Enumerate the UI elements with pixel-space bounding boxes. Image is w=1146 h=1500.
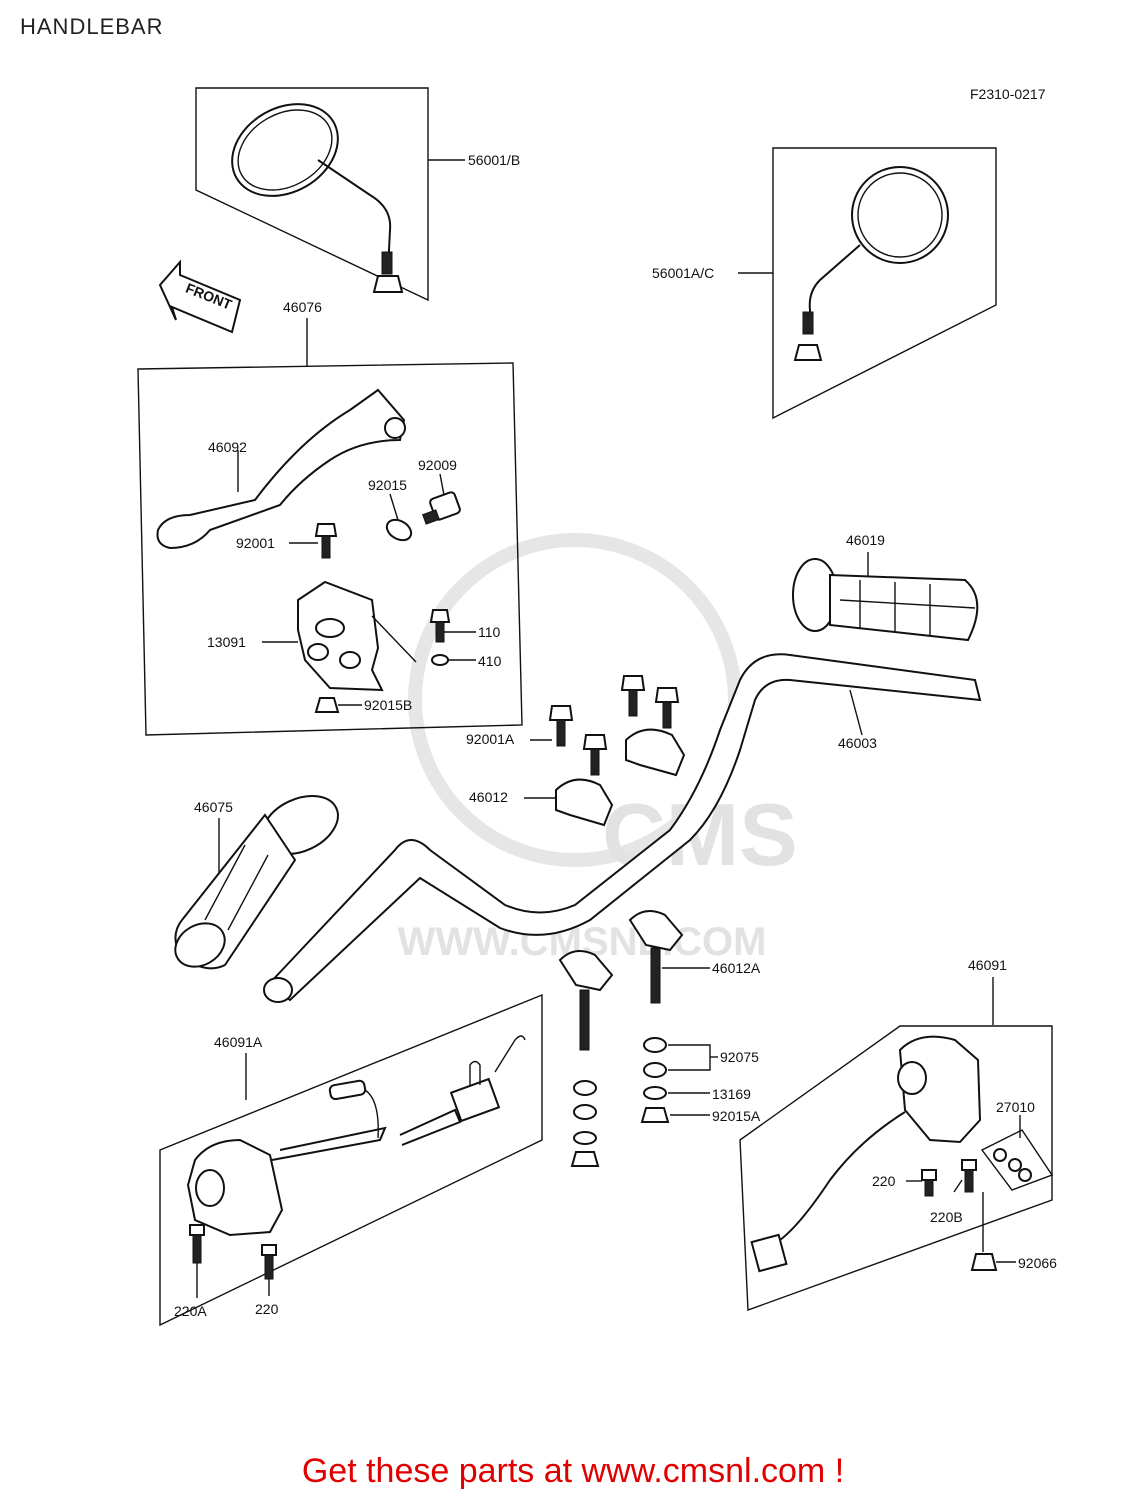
callout-46091a: 46091A: [214, 1034, 263, 1050]
mirror-nut-icon: [372, 275, 404, 293]
throttle-grip-group[interactable]: 46019: [792, 532, 979, 642]
left-switch-group[interactable]: 46091A 220A 220: [159, 993, 543, 1327]
right-mirror-nut-icon: [793, 344, 823, 361]
holder-bolt-icon-2: [620, 675, 646, 691]
left-switch-housing-icon: [186, 1138, 284, 1237]
switch-contact-icon: [993, 1148, 1007, 1162]
callout-92009: 92009: [418, 457, 457, 473]
callout-110: 110: [478, 624, 501, 640]
lever-assembly-group[interactable]: 46076 46092 92009 92015 92001 13091: [137, 299, 523, 736]
mirror-thread-icon: [381, 251, 393, 275]
figure-code: F2310-0217: [970, 86, 1046, 102]
callout-92066: 92066: [1018, 1255, 1057, 1271]
front-arrow-icon: [158, 259, 242, 334]
lever-holder-icon: [297, 580, 384, 692]
left-switch-screw-icon-1: [189, 1224, 205, 1236]
right-switch-connector-icon: [750, 1233, 788, 1273]
callout-46091: 46091: [968, 957, 1007, 973]
callout-46076: 46076: [283, 299, 322, 315]
callout-46019: 46019: [846, 532, 885, 548]
left-grip-group[interactable]: 46075: [167, 785, 347, 976]
brake-lever-icon: [156, 388, 406, 550]
right-mirror-icon: [851, 166, 949, 264]
handlebar-tube-icon: [266, 653, 982, 1002]
right-mirror-group[interactable]: 56001A/C: [652, 147, 997, 420]
damper-icon-1: [573, 1080, 597, 1096]
callout-46075: 46075: [194, 799, 233, 815]
left-switch-connector-icon: [449, 1077, 501, 1123]
callout-92015b: 92015B: [364, 697, 412, 713]
upper-holder-icon-2: [555, 778, 614, 827]
throttle-grip-icon: [829, 573, 979, 642]
right-switch-group[interactable]: 46091 27010 220 220B 92066: [739, 957, 1057, 1311]
spring-washer-icon: [385, 518, 413, 542]
right-mirror-thread-icon: [802, 311, 814, 335]
callout-46012a: 46012A: [712, 960, 761, 976]
left-mirror-icon: [231, 103, 339, 197]
lower-holder-icon-1: [628, 910, 684, 952]
callout-13169: 13169: [712, 1086, 751, 1102]
clamp-washer-icon: [431, 654, 449, 666]
switch-screw-icon-1: [921, 1169, 937, 1181]
right-switch-housing-icon: [898, 1035, 982, 1144]
handlebar-exploded-diagram: CMS WWW.CMSNL.COM F2310-0217 56001/B FRO…: [137, 86, 1057, 1327]
left-switch-plug-icon: [328, 1079, 367, 1101]
switch-screw-icon-2: [961, 1159, 977, 1171]
left-switch-screw-icon-2: [261, 1244, 277, 1256]
callout-46003: 46003: [838, 735, 877, 751]
callout-13091: 13091: [207, 634, 246, 650]
switch-nut-icon: [970, 1253, 998, 1271]
page-title: HANDLEBAR: [20, 14, 164, 39]
callout-92015a: 92015A: [712, 1108, 761, 1124]
holder-nut-icon-2: [640, 1107, 670, 1123]
handlebar-group[interactable]: 46003: [263, 653, 982, 1003]
callout-92001: 92001: [236, 535, 275, 551]
clamp-bolt-icon: [429, 609, 451, 623]
callout-46092: 46092: [208, 439, 247, 455]
callout-92075: 92075: [720, 1049, 759, 1065]
callout-92015: 92015: [368, 477, 407, 493]
pivot-bolt-icon: [314, 523, 338, 537]
lower-holders-group[interactable]: 46012A 92075 13169 92015A: [558, 910, 761, 1167]
callout-56001b: 56001/B: [468, 152, 520, 168]
adjuster-icon: [429, 491, 461, 521]
callout-220b: 220B: [930, 1209, 963, 1225]
callout-27010: 27010: [996, 1099, 1035, 1115]
callout-56001ac: 56001A/C: [652, 265, 714, 281]
lower-holder-icon-2: [558, 950, 614, 992]
holder-bolts-group[interactable]: 92001A 46012: [466, 675, 686, 827]
holder-bolt-icon-3: [654, 687, 680, 703]
callout-220-left: 220: [255, 1301, 279, 1317]
lever-nut-icon: [314, 697, 340, 713]
callout-92001a: 92001A: [466, 731, 515, 747]
callout-220-right: 220: [872, 1173, 896, 1189]
holder-bolt-icon-1: [548, 705, 574, 721]
damper-icon-2: [643, 1037, 667, 1053]
left-mirror-group[interactable]: 56001/B: [195, 86, 520, 302]
callout-410: 410: [478, 653, 502, 669]
holder-nut-icon-1: [570, 1151, 600, 1167]
upper-holder-icon-1: [625, 728, 686, 777]
front-direction-arrow: FRONT: [158, 259, 242, 334]
holder-bolt-icon-4: [582, 734, 608, 750]
callout-46012: 46012: [469, 789, 508, 805]
get-parts-link[interactable]: Get these parts at www.cmsnl.com !: [301, 1452, 845, 1490]
callout-220a: 220A: [174, 1303, 207, 1319]
